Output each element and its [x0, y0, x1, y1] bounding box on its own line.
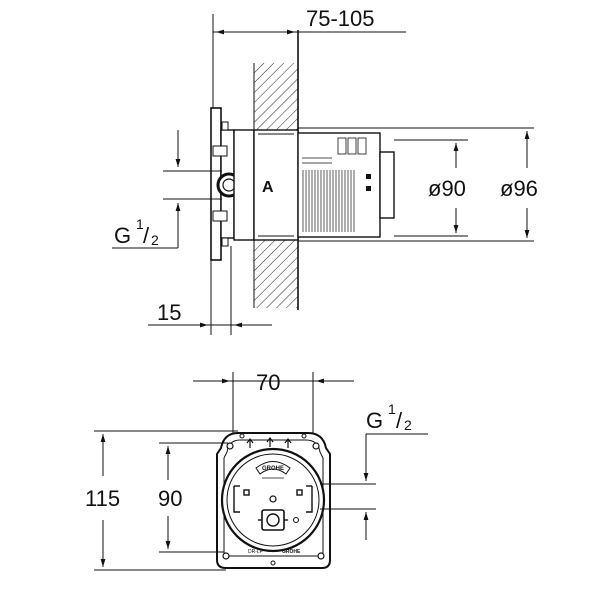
diameter-dimensions: ø90 ø96	[298, 127, 538, 242]
side-thread-callout: G 1 / 2	[112, 130, 222, 249]
small-diameter-label: ø90	[428, 176, 466, 201]
front-thread-base: G	[366, 408, 383, 433]
front-thread-callout: G 1 / 2	[320, 401, 428, 540]
front-thread-denominator: 2	[404, 417, 412, 433]
side-thread-numerator: 1	[136, 216, 144, 232]
wall-section	[253, 63, 298, 308]
logo-text: GROHE	[262, 466, 284, 472]
valve-body: A	[233, 129, 299, 241]
mounting-hole	[301, 433, 307, 439]
side-thread-denominator: 2	[151, 232, 159, 248]
offset-dimension-label: 15	[157, 300, 181, 325]
mounting-hole	[239, 433, 245, 439]
depth-dimension-label: 75-105	[306, 6, 375, 31]
depth-dimension: 75-105	[212, 6, 406, 112]
plate-label-right: GROHE	[282, 549, 301, 555]
width-dimension: 70	[193, 370, 354, 440]
side-thread-slash: /	[143, 223, 150, 248]
side-thread-base: G	[114, 223, 131, 248]
grohe-logo: GROHE	[255, 461, 291, 479]
spindle	[258, 509, 299, 531]
front-thread-slash: /	[396, 408, 403, 433]
front-view: 70 GROHE	[85, 370, 428, 571]
cartridge-sleeve	[297, 132, 395, 238]
outer-height-dimension: 115	[85, 430, 238, 571]
outer-height-label: 115	[85, 486, 120, 511]
side-view: 75-105 A	[112, 6, 538, 335]
plate-label-left: DR-LF	[248, 549, 263, 555]
center-screw	[269, 495, 277, 503]
mounting-hole	[317, 552, 325, 560]
mounting-hole	[222, 552, 230, 560]
flow-arrows	[246, 437, 292, 448]
body-mark: A	[262, 179, 274, 196]
inner-height-dimension: 90	[158, 442, 228, 553]
large-diameter-label: ø96	[500, 176, 538, 201]
mounting-hole	[226, 442, 234, 450]
inner-height-label: 90	[158, 486, 182, 511]
mounting-hole	[270, 560, 276, 566]
width-dimension-label: 70	[256, 370, 280, 395]
mounting-hole	[312, 442, 320, 450]
inner-brackets	[233, 485, 313, 513]
front-thread-numerator: 1	[388, 401, 396, 417]
offset-dimension: 15	[148, 246, 272, 335]
